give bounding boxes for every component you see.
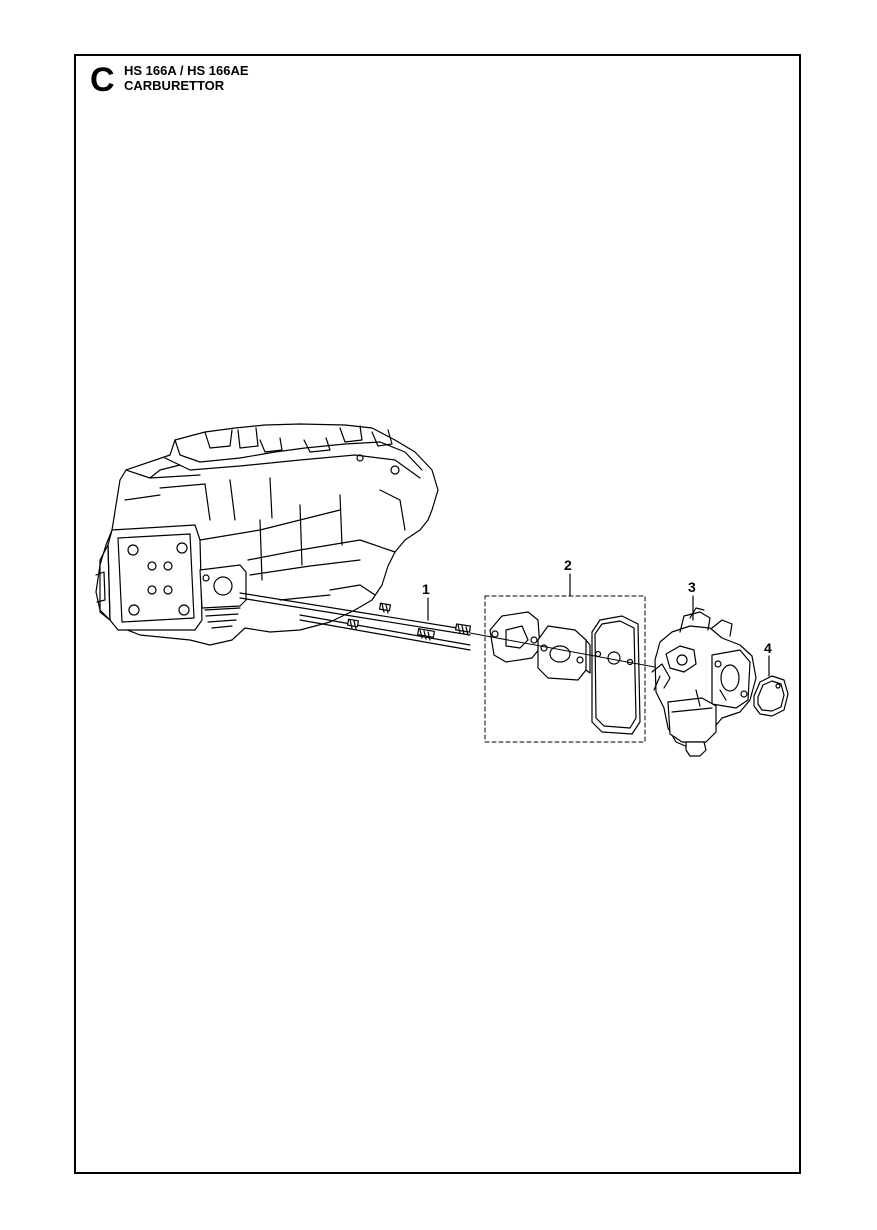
callout-3: 3 (688, 579, 696, 595)
part-2-gasket-kit (469, 573, 661, 743)
section-letter: C (90, 61, 115, 99)
section-title: CARBURETTOR (124, 78, 225, 93)
callout-1: 1 (422, 581, 430, 597)
title-block: HS 166A / HS 166AE CARBURETTOR (124, 63, 249, 93)
page-border (74, 54, 801, 1174)
part-3-carburettor (651, 595, 757, 757)
callout-4: 4 (764, 640, 772, 656)
callout-2: 2 (564, 557, 572, 573)
part-1-studs (239, 592, 471, 651)
engine-block-illustration (95, 423, 439, 646)
part-4-gasket-ring (753, 655, 789, 717)
model-title: HS 166A / HS 166AE (124, 63, 249, 78)
